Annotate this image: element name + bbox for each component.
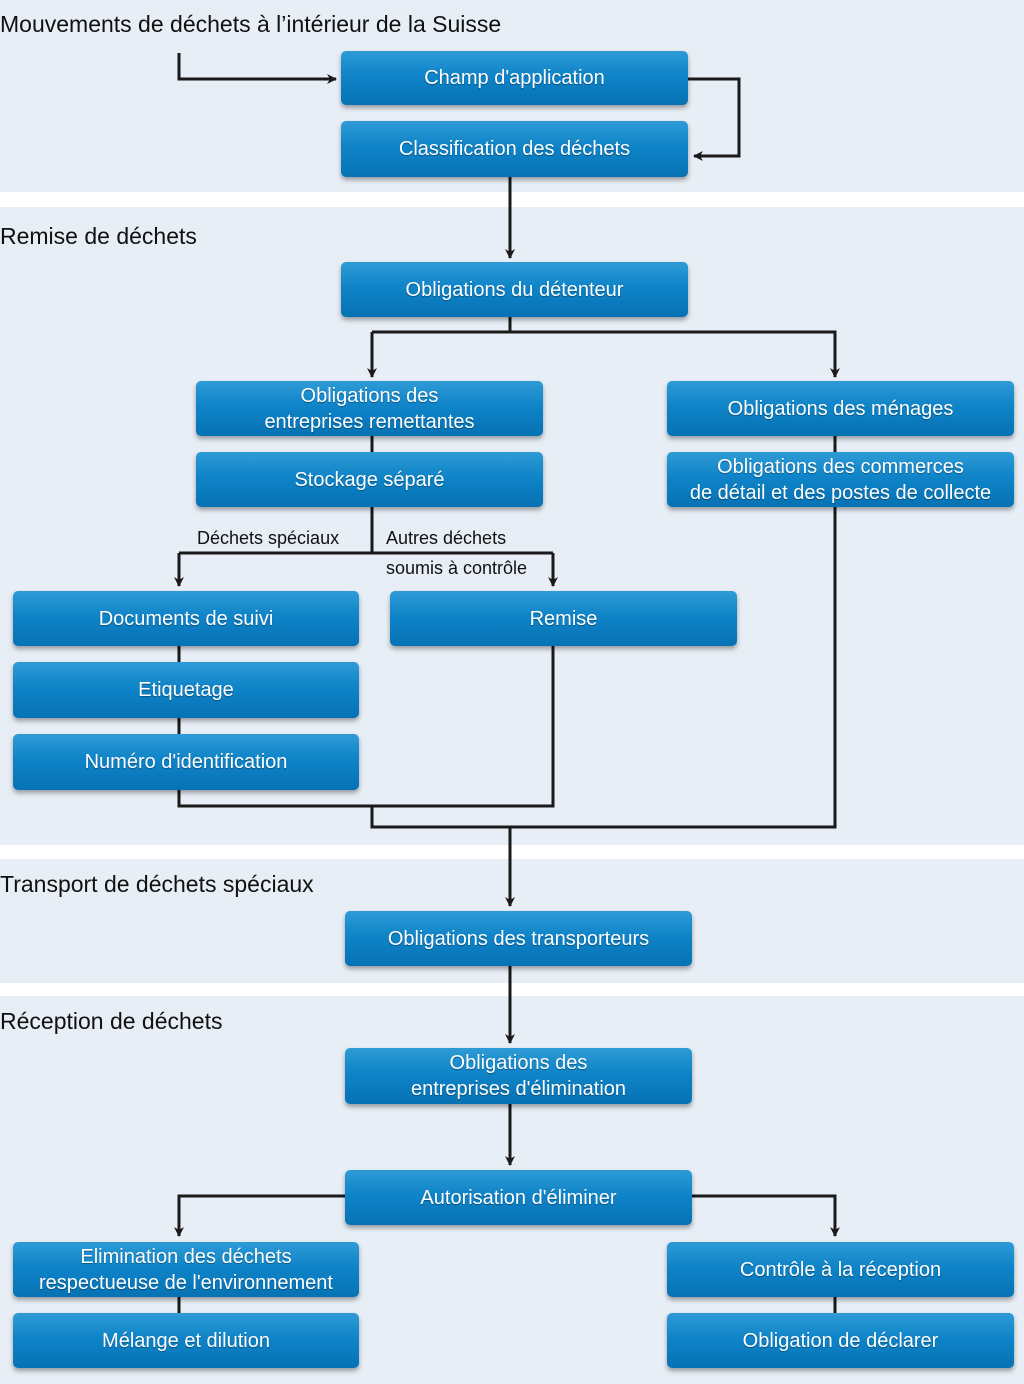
box-autorisation-eliminer-label: Autorisation d'éliminer — [420, 1186, 617, 1209]
box-autorisation-eliminer: Autorisation d'éliminer — [345, 1170, 692, 1225]
line-autorisation-left — [174, 1194, 345, 1237]
box-entreprises-remettantes: Obligations des entreprises remettantes — [196, 381, 543, 436]
box-obligations-menages: Obligations des ménages — [667, 381, 1014, 436]
section-title-remise: Remise de déchets — [0, 223, 197, 249]
box-entreprises-elimination: Obligations des entreprises d'éliminatio… — [345, 1048, 692, 1104]
box-stockage-separe: Stockage séparé — [196, 452, 543, 507]
box-remise: Remise — [390, 591, 737, 646]
box-numero-identification-label: Numéro d'identification — [84, 751, 288, 773]
label-autres-dechets: Autres déchets — [386, 528, 507, 548]
box-classification-dechets-label: Classification des déchets — [398, 138, 631, 160]
arrow-into-champ — [177, 53, 337, 84]
line-autorisation-right — [692, 1194, 840, 1237]
box-documents-suivi-label: Documents de suivi — [98, 607, 274, 630]
box-champ-application-label: Champ d'application — [424, 67, 605, 89]
box-etiquetage-label: Etiquetage — [138, 679, 234, 701]
box-obligations-menages-label: Obligations des ménages — [727, 397, 954, 420]
box-entreprises-elimination-label: Obligations des entreprises d'éliminatio… — [410, 1052, 627, 1100]
box-documents-suivi: Documents de suivi — [13, 591, 359, 646]
box-obligations-detenteur: Obligations du détenteur — [341, 262, 688, 317]
box-obligations-commerces-label: Obligations des commerces de détail et d… — [689, 455, 992, 504]
box-controle-reception: Contrôle à la réception — [667, 1242, 1014, 1297]
label-dechets-speciaux: Déchets spéciaux — [197, 528, 340, 548]
section-title-reception: Réception de déchets — [0, 1008, 223, 1034]
box-remise-label: Remise — [529, 607, 598, 630]
label-soumis-controle: soumis à contrôle — [386, 558, 528, 578]
section-title-transport: Transport de déchets spéciaux — [0, 871, 314, 897]
box-classification-dechets: Classification des déchets — [341, 121, 688, 177]
line-merge — [370, 507, 837, 829]
box-melange-dilution: Mélange et dilution — [13, 1313, 359, 1368]
box-stockage-separe-label: Stockage séparé — [294, 468, 445, 491]
box-obligation-declarer: Obligation de déclarer — [667, 1313, 1014, 1368]
box-numero-identification: Numéro d'identification — [13, 734, 359, 790]
box-entreprises-remettantes-label: Obligations des entreprises remettantes — [264, 384, 475, 433]
box-champ-application: Champ d'application — [341, 51, 688, 105]
line-numero-down — [177, 646, 555, 808]
box-obligations-transporteurs-label: Obligations des transporteurs — [387, 927, 650, 950]
box-obligations-transporteurs: Obligations des transporteurs — [345, 911, 692, 966]
box-obligations-commerces: Obligations des commerces de détail et d… — [667, 452, 1014, 507]
box-melange-dilution-label: Mélange et dilution — [102, 1329, 270, 1352]
box-controle-reception-label: Contrôle à la réception — [739, 1258, 942, 1281]
box-obligations-detenteur-label: Obligations du détenteur — [405, 278, 624, 301]
box-elimination-dechets: Elimination des déchets respectueuse de … — [13, 1242, 359, 1297]
section-title-mouvements: Mouvements de déchets à l’intérieur de l… — [0, 11, 502, 37]
box-obligation-declarer-label: Obligation de déclarer — [742, 1329, 939, 1352]
box-elimination-dechets-label: Elimination des déchets respectueuse de … — [38, 1245, 333, 1294]
arrow-champ-to-classification — [688, 77, 741, 161]
box-etiquetage: Etiquetage — [13, 662, 359, 718]
